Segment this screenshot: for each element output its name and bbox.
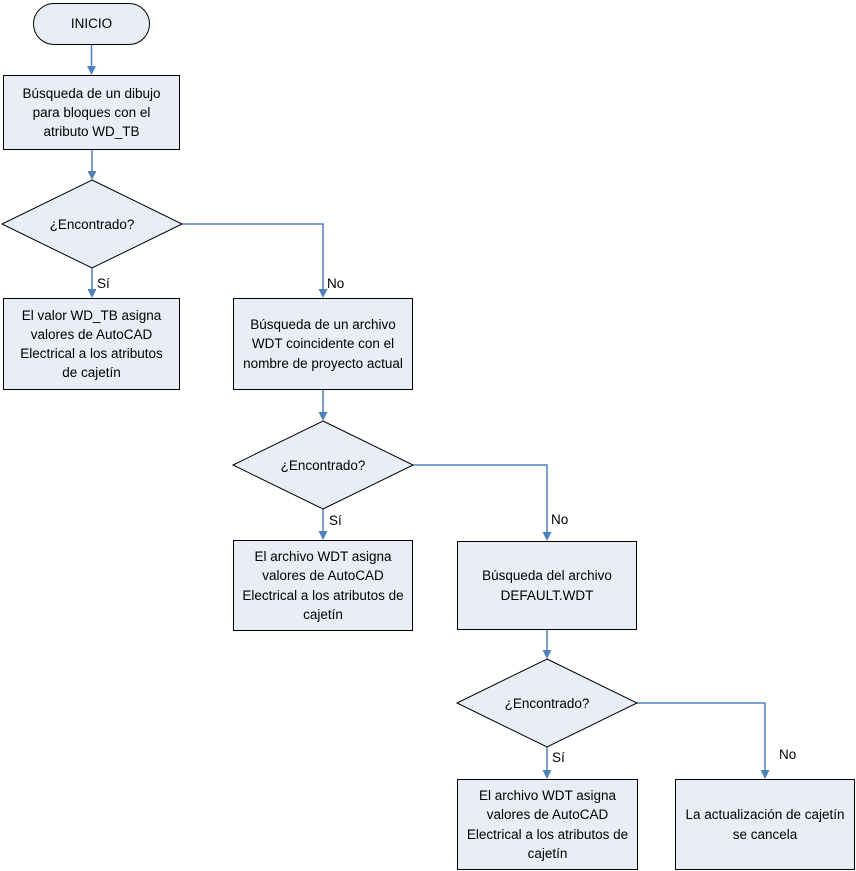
decision3-diamond	[455, 658, 639, 748]
edge-label-d2-yes: Sí	[329, 513, 342, 528]
process-search-drawing-label: Búsqueda de un dibujo para bloques con e…	[22, 85, 161, 140]
process-cancel-label: La actualización de cajetín se cancela	[685, 807, 845, 842]
start-node: INICIO	[33, 3, 150, 45]
process-search-drawing: Búsqueda de un dibujo para bloques con e…	[3, 75, 180, 150]
edge-decision1-no	[182, 223, 328, 298]
edge-label-d2-no: No	[551, 512, 569, 527]
process-search-default-wdt-label: Búsqueda del archivo DEFAULT.WDT	[482, 568, 612, 603]
process-search-default-wdt: Búsqueda del archivo DEFAULT.WDT	[457, 541, 637, 630]
edge-decision3-no	[637, 702, 770, 779]
start-node-label: INICIO	[70, 16, 113, 32]
process-wdt-assigns-2-label: El archivo WDT asigna valores de AutoCAD…	[466, 788, 629, 861]
edge-label-d3-yes: Sí	[552, 750, 565, 765]
process-wdtb-assigns: El valor WD_TB asigna valores de AutoCAD…	[3, 298, 180, 390]
process-search-wdt-project: Búsqueda de un archivo WDT coincidente c…	[233, 298, 413, 390]
edge-label-d1-no: No	[327, 276, 345, 291]
process-wdtb-assigns-label: El valor WD_TB asigna valores de AutoCAD…	[20, 307, 163, 381]
process-wdt-assigns-2: El archivo WDT asigna valores de AutoCAD…	[457, 779, 638, 870]
process-search-wdt-project-label: Búsqueda de un archivo WDT coincidente c…	[243, 317, 403, 371]
edge-decision2-no	[413, 464, 552, 541]
decision1-diamond	[0, 179, 184, 269]
process-cancel: La actualización de cajetín se cancela	[675, 779, 855, 870]
process-wdt-assigns-1-label: El archivo WDT asigna valores de AutoCAD…	[242, 549, 404, 622]
decision2-diamond	[231, 420, 415, 510]
process-wdt-assigns-1: El archivo WDT asigna valores de AutoCAD…	[233, 540, 413, 631]
edge-label-d1-yes: Sí	[97, 276, 110, 291]
edge-label-d3-no: No	[779, 747, 797, 762]
